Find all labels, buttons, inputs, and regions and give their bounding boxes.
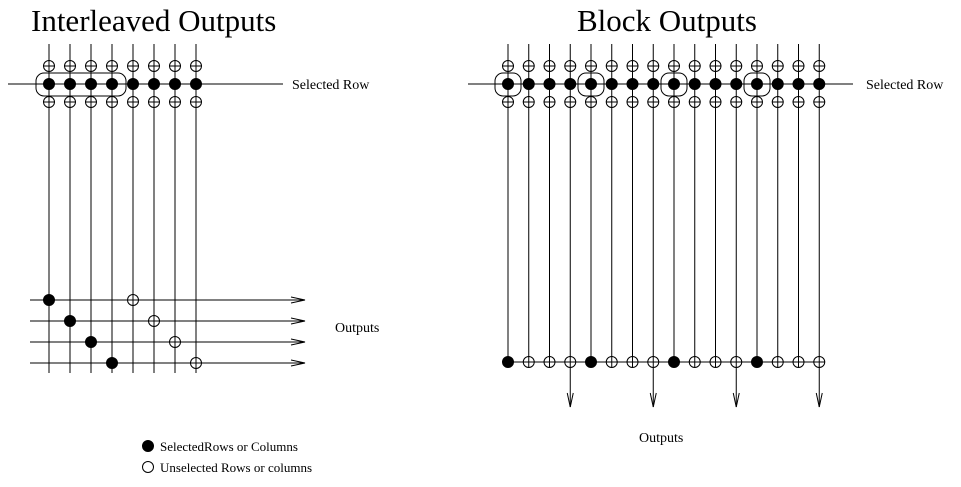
right-output-selected-node <box>502 356 514 368</box>
right-output-selected-node <box>751 356 763 368</box>
left-selected-node <box>169 78 181 90</box>
right-output-arrow <box>815 392 823 408</box>
right-selected-node <box>792 78 805 90</box>
left-output-arrow <box>290 359 306 367</box>
right-selection-group <box>494 72 522 97</box>
right-selected-node <box>564 78 577 90</box>
left-selected-node <box>106 78 118 90</box>
right-output-arrow <box>649 392 657 408</box>
right-output-arrow <box>732 392 740 408</box>
right-selected-node <box>730 78 743 90</box>
left-outputs-label: Outputs <box>335 321 379 336</box>
right-selected-node <box>522 78 535 90</box>
left-output-selected-node <box>85 336 97 348</box>
right-block-grid <box>494 44 826 408</box>
right-selected-node <box>605 78 618 90</box>
legend-unselected-label: Unselected Rows or columns <box>160 460 312 475</box>
right-selected-node <box>771 78 784 90</box>
left-output-arrow <box>290 317 306 325</box>
right-selected-node <box>688 78 701 90</box>
left-selected-node <box>127 78 139 90</box>
left-output-arrow <box>290 338 306 346</box>
right-selected-node <box>647 78 660 90</box>
left-selected-node <box>190 78 202 90</box>
right-output-selected-node <box>585 356 597 368</box>
left-selected-row-label: Selected Row <box>292 78 370 93</box>
right-selected-node <box>668 78 680 90</box>
legend-selected-label: SelectedRows or Columns <box>160 439 298 454</box>
right-selection-group <box>660 72 688 97</box>
legend-selected-marker <box>142 440 154 452</box>
left-output-arrow <box>290 296 306 304</box>
left-selected-node <box>148 78 160 90</box>
left-panel-title: Interleaved Outputs <box>31 3 276 38</box>
right-selected-node <box>813 78 826 90</box>
right-selection-group <box>577 72 605 97</box>
left-output-selected-node <box>43 294 55 306</box>
right-selected-node <box>502 78 514 90</box>
left-selected-node <box>43 78 55 90</box>
left-selection-group <box>35 72 127 97</box>
right-selected-node <box>543 78 556 90</box>
left-interleaved-grid <box>30 44 306 373</box>
right-selected-node <box>709 78 722 90</box>
right-selected-node <box>751 78 763 90</box>
right-selection-group <box>743 72 771 97</box>
right-output-selected-node <box>668 356 680 368</box>
right-outputs-label: Outputs <box>639 431 683 446</box>
left-output-selected-node <box>64 315 76 327</box>
right-selected-row-label: Selected Row <box>866 78 944 93</box>
legend-unselected-marker <box>142 461 154 473</box>
left-selected-node <box>64 78 76 90</box>
right-panel-title: Block Outputs <box>577 3 757 38</box>
right-output-arrow <box>566 392 574 408</box>
left-output-selected-node <box>106 357 118 369</box>
left-selected-node <box>85 78 97 90</box>
right-selected-node <box>626 78 639 90</box>
right-selected-node <box>585 78 597 90</box>
